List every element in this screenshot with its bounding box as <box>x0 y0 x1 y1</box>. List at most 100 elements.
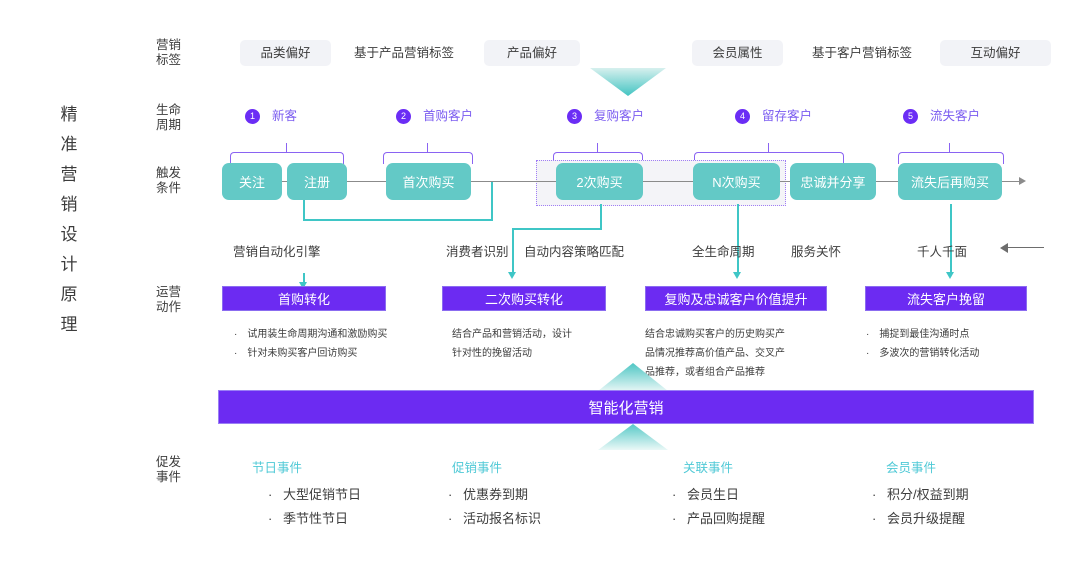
row-label-trigger: 触发 条件 <box>156 166 182 195</box>
event-group-title-2: 关联事件 <box>683 461 734 475</box>
lifecycle-label-3: 复购客户 <box>594 109 645 123</box>
marketing-tag-chip-3[interactable]: 会员属性 <box>692 40 783 66</box>
marketing-tag-chip-0[interactable]: 品类偏好 <box>240 40 331 66</box>
trigger-box-follow[interactable]: 关注 <box>222 163 282 200</box>
lifecycle-label-4: 留存客户 <box>762 109 813 123</box>
event-item-text: 活动报名标识 <box>463 511 542 526</box>
operation-note-text: 多波次的营销转化活动 <box>879 348 980 359</box>
lifecycle-number-4: 4 <box>735 109 750 124</box>
lifecycle-bracket-stem-5 <box>949 143 951 152</box>
operation-note-text: 结合忠诚购买客户的历史购买产 <box>645 329 785 340</box>
operation-bar-1[interactable]: 二次购买转化 <box>442 286 606 311</box>
event-group-title-0: 节日事件 <box>252 461 303 475</box>
operation-note-item: · 针对未购买客户回访购买 <box>234 344 434 363</box>
smart-marketing-bar[interactable]: 智能化营销 <box>218 390 1034 424</box>
connector-1-vert-a <box>303 200 305 220</box>
operation-bar-2[interactable]: 复购及忠诚客户价值提升 <box>645 286 827 311</box>
operation-note-text: 试用装生命周期沟通和激励购买 <box>247 329 388 340</box>
event-item-0-0: · 大型促销节日 <box>268 483 361 507</box>
lifecycle-bracket-1 <box>230 152 344 164</box>
operation-notes-3: · 捕捉到最佳沟通时点 · 多波次的营销转化活动 <box>866 325 1046 363</box>
feedback-arrow-line <box>1008 247 1044 248</box>
marketing-tag-chip-5[interactable]: 互动偏好 <box>940 40 1051 66</box>
operation-bar-3[interactable]: 流失客户挽留 <box>865 286 1027 311</box>
lifecycle-label-5: 流失客户 <box>930 109 981 123</box>
trigger-box-churn-repurchase[interactable]: 流失后再购买 <box>898 163 1002 200</box>
bullet-icon: · <box>234 329 238 340</box>
lifecycle-bracket-5 <box>898 152 1004 164</box>
trigger-box-register[interactable]: 注册 <box>287 163 347 200</box>
event-item-text: 大型促销节日 <box>283 487 362 502</box>
connector-5-vert <box>950 204 952 274</box>
connector-1-arrow-icon <box>299 282 307 289</box>
event-item-text: 会员生日 <box>687 487 740 502</box>
title-char-6: 计 <box>60 255 78 274</box>
title-char-1: 精 <box>60 105 78 124</box>
connector-label-1: 消费者识别 <box>446 245 509 259</box>
trigger-box-first-purchase[interactable]: 首次购买 <box>386 163 471 200</box>
lifecycle-label-1: 新客 <box>272 109 298 123</box>
up-triangle-icon-upper <box>598 363 668 396</box>
operation-note-text: 捕捉到最佳沟通时点 <box>879 329 970 340</box>
timeline-axis <box>278 181 1020 182</box>
event-item-2-0: · 会员生日 <box>672 483 739 507</box>
bullet-icon: · <box>448 487 453 502</box>
event-item-text: 积分/权益到期 <box>887 487 969 502</box>
bullet-icon: · <box>268 487 273 502</box>
operation-notes-2: 结合忠诚购买客户的历史购买产 品情况推荐高价值产品、交叉产 品推荐，或者组合产品… <box>645 325 835 382</box>
bullet-icon: · <box>234 348 238 359</box>
lifecycle-number-5: 5 <box>903 109 918 124</box>
lifecycle-bracket-stem-1 <box>286 143 288 152</box>
connector-2-horz <box>303 219 493 221</box>
connector-4-vert <box>737 204 739 274</box>
title-char-5: 设 <box>60 225 78 244</box>
feedback-arrow-left-icon <box>1000 243 1008 253</box>
bullet-icon: · <box>872 487 877 502</box>
marketing-tag-chip-2[interactable]: 产品偏好 <box>484 40 580 66</box>
event-group-title-3: 会员事件 <box>886 461 937 475</box>
event-item-text: 季节性节日 <box>283 511 349 526</box>
trigger-box-n-purchase[interactable]: N次购买 <box>693 163 780 200</box>
connector-label-3: 全生命周期 <box>692 245 755 259</box>
lifecycle-bracket-4 <box>694 152 844 164</box>
event-item-text: 优惠券到期 <box>463 487 529 502</box>
timeline-arrow-icon <box>1019 177 1026 185</box>
title-char-3: 营 <box>60 165 78 184</box>
bullet-icon: · <box>672 487 677 502</box>
event-item-1-0: · 优惠券到期 <box>448 483 528 507</box>
event-item-0-1: · 季节性节日 <box>268 507 348 531</box>
operation-note-text: 针对性的挽留活动 <box>452 348 532 359</box>
connector-label-2: 自动内容策略匹配 <box>524 245 625 259</box>
operation-note-text: 结合产品和营销活动，设计 <box>452 329 572 340</box>
event-item-text: 产品回购提醒 <box>687 511 766 526</box>
event-group-title-1: 促销事件 <box>452 461 503 475</box>
connector-2-arrow-icon <box>508 272 516 279</box>
trigger-box-loyal-share[interactable]: 忠诚并分享 <box>790 163 876 200</box>
connector-label-5: 千人千面 <box>917 245 968 259</box>
lifecycle-bracket-stem-2 <box>427 143 429 152</box>
lifecycle-bracket-stem-3 <box>597 143 599 152</box>
event-item-3-0: · 积分/权益到期 <box>872 483 969 507</box>
bullet-icon: · <box>672 511 677 526</box>
up-triangle-icon-lower <box>598 424 668 455</box>
marketing-tag-label-1: 基于产品营销标签 <box>353 46 454 60</box>
connector-4-arrow-icon <box>733 272 741 279</box>
lifecycle-bracket-2 <box>383 152 473 164</box>
bullet-icon: · <box>268 511 273 526</box>
bullet-icon: · <box>872 511 877 526</box>
lifecycle-number-2: 2 <box>396 109 411 124</box>
title-char-7: 原 <box>60 285 78 304</box>
operation-bar-0[interactable]: 首购转化 <box>222 286 386 311</box>
event-item-text: 会员升级提醒 <box>887 511 966 526</box>
lifecycle-number-3: 3 <box>567 109 582 124</box>
trigger-box-second-purchase[interactable]: 2次购买 <box>556 163 643 200</box>
marketing-tag-label-4: 基于客户营销标签 <box>811 46 912 60</box>
connector-3-horz <box>512 228 602 230</box>
title-char-2: 准 <box>60 135 78 154</box>
connector-3-vert-a <box>600 204 602 229</box>
operation-notes-0: · 试用装生命周期沟通和激励购买 · 针对未购买客户回访购买 <box>234 325 434 363</box>
lifecycle-label-2: 首购客户 <box>423 109 474 123</box>
lifecycle-bracket-stem-4 <box>768 143 770 152</box>
operation-note-item: · 多波次的营销转化活动 <box>866 344 1046 363</box>
connector-label-4: 服务关怀 <box>791 245 842 259</box>
